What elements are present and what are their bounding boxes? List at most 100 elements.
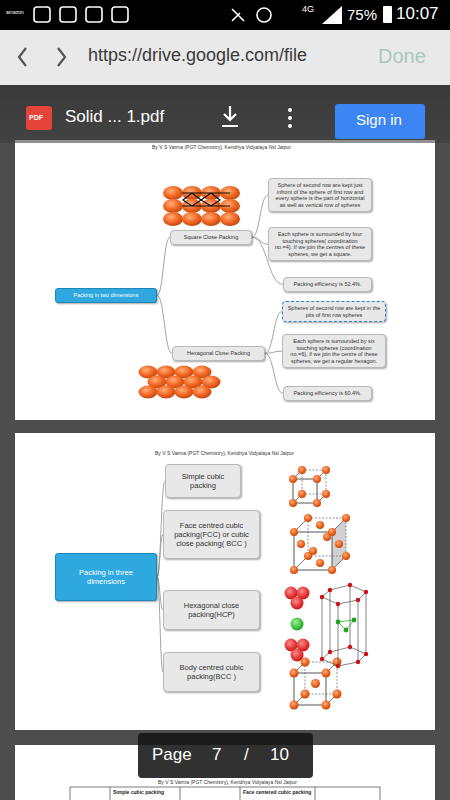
mindmap-box: Packing efficiency is 52.4%.	[283, 277, 372, 292]
mindmap-box: Face centred cubic packing(FCC) or cubic…	[163, 510, 260, 559]
hcp-edge	[322, 597, 323, 659]
cube-edge	[308, 518, 346, 556]
hcp-edge	[366, 592, 367, 654]
atom-dot	[336, 602, 340, 606]
mindmap-box: Hexagonal Close Packing	[172, 346, 265, 361]
sphere	[297, 540, 305, 548]
sphere	[322, 701, 331, 710]
mute-icon	[232, 9, 244, 21]
connector-line	[265, 351, 282, 353]
sphere	[163, 212, 183, 226]
page-separator: /	[244, 746, 249, 765]
page-header: By V S Varma (PGT Chemistry), Kendriya V…	[155, 451, 294, 457]
pdf-icon-text: PDF	[29, 114, 43, 122]
sphere	[333, 690, 342, 699]
atom-dot	[328, 588, 332, 592]
page-header: By V S Varma (PGT Chemistry), Kendriya V…	[158, 780, 297, 786]
file-name: Solid ... 1.pdf	[65, 108, 164, 127]
sign-in-text: Sign in	[356, 112, 402, 129]
box-text: Each sphere is surrounded by four touchi…	[273, 231, 367, 257]
sphere	[290, 528, 298, 536]
sphere	[290, 669, 299, 678]
cube-edge	[305, 662, 337, 694]
atom-dot	[348, 583, 352, 587]
box-text: Each sphere is surrounded by six touchin…	[287, 338, 381, 364]
atom-dot	[356, 598, 360, 602]
download-icon	[222, 106, 238, 126]
sphere	[139, 386, 158, 399]
mindmap-box: Body centred cubic packing(BCC )	[163, 652, 260, 692]
status-icon	[60, 7, 76, 22]
clock: 10:07	[396, 5, 439, 24]
battery-icon	[383, 6, 392, 23]
square-lattice	[182, 193, 230, 206]
sphere	[175, 386, 194, 399]
sphere	[313, 499, 321, 507]
sphere	[342, 552, 350, 560]
mindmap-box: Simple cubic packing	[165, 464, 241, 498]
sphere	[291, 597, 304, 610]
topic-box: Packing in two dimensions	[55, 288, 157, 303]
status-icon	[112, 7, 128, 22]
menu-dot	[288, 108, 292, 112]
atom-dot	[320, 595, 324, 599]
status-icon	[86, 7, 102, 22]
box-text: Square Close Packing	[175, 234, 247, 241]
connector-line	[157, 295, 172, 353]
atom-dot	[364, 590, 368, 594]
sphere	[290, 701, 299, 710]
connector-line	[265, 353, 283, 393]
sphere	[163, 199, 183, 213]
sphere	[301, 690, 310, 699]
sphere	[163, 186, 183, 200]
sphere	[157, 386, 176, 399]
sphere	[313, 475, 321, 483]
sphere	[298, 466, 306, 474]
box-text: Spheres of second row are kept in the pi…	[287, 305, 381, 318]
mindmap-box: Hexagonal close packing(HCP)	[163, 590, 260, 630]
sphere	[289, 475, 297, 483]
sphere	[309, 547, 317, 555]
hcp-edge	[358, 600, 359, 662]
alarm-icon	[257, 8, 271, 22]
sphere	[323, 533, 331, 541]
url: https://drive.google.com/file	[88, 46, 307, 66]
atom-dot	[348, 645, 352, 649]
app-icon-text: amazon	[6, 10, 24, 16]
connector-line	[157, 237, 170, 295]
done-button-text: Done	[378, 45, 426, 67]
box-text: Hexagonal Close Packing	[177, 350, 260, 357]
box-text: Hexagonal close packing(HCP)	[168, 601, 255, 619]
table-grid	[70, 787, 380, 800]
sphere	[342, 514, 350, 522]
mindmap-box: Sphere of second row are kept just infro…	[268, 178, 372, 212]
back-arrow	[19, 48, 26, 66]
page-total: 10	[270, 746, 289, 765]
box-text: Body centred cubic packing(BCC )	[168, 663, 255, 681]
table-cell: Simple cubic packing	[113, 790, 164, 796]
page-word: Page	[152, 746, 192, 765]
sphere	[291, 618, 304, 631]
box-text: Sphere of second row are kept just infro…	[273, 182, 367, 208]
sphere	[220, 212, 240, 226]
cube-edge	[302, 470, 326, 494]
connector-line	[265, 312, 282, 354]
status-bar	[0, 0, 450, 30]
box-text: Packing in two dimensions	[60, 292, 152, 299]
mindmap-box: Square Close Packing	[170, 230, 252, 245]
topic-box: Packing in three dimensions	[55, 553, 157, 601]
sphere	[291, 649, 304, 662]
hcp-edge	[338, 620, 354, 630]
sphere	[201, 212, 221, 226]
mindmap-box: Packing efficiency is 60.4%.	[283, 386, 372, 401]
box-text: Packing efficiency is 52.4%.	[288, 281, 367, 288]
sphere	[298, 490, 306, 498]
menu-dot	[288, 116, 292, 120]
hcp-edge	[350, 585, 351, 647]
hcp-edge	[322, 585, 366, 604]
shaded-face	[332, 518, 346, 570]
cube-edge	[294, 532, 332, 570]
sphere	[193, 386, 212, 399]
mindmap-box: Each sphere is surrounded by four touchi…	[268, 227, 372, 261]
sphere	[311, 679, 320, 688]
